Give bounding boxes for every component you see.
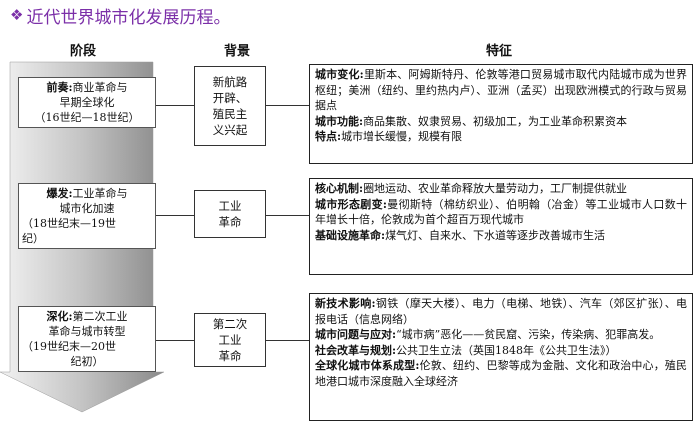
background-box-second-industrial: 第二次 工业 革命 <box>194 313 266 367</box>
feature-text: 圈地运动、农业革命释放大量劳动力，工厂制提供就业 <box>363 182 628 195</box>
stage-line: 纪初） <box>70 355 104 368</box>
feature-key: 特点: <box>315 130 342 143</box>
connector-line <box>266 105 309 106</box>
page-title: ❖ 近代世界城市化发展历程。 <box>10 2 230 28</box>
feature-box-deepening: 新技术影响:钢铁（摩天大楼）、电力（电梯、地铁）、汽车（郊区扩张）、电报电话（信… <box>309 293 693 421</box>
stage-name: 爆发: <box>46 187 73 200</box>
feature-key: 城市问题与应对: <box>315 328 397 341</box>
stage-name: 前奏: <box>46 81 73 94</box>
stage-line: 城市化加速 <box>59 202 115 215</box>
stage-box-deepening: 深化:第二次工业 革命与城市转型 （19世纪末—20世 纪初） <box>18 306 156 372</box>
stage-line: （19世纪末—20世 <box>22 340 116 353</box>
background-line: 革命 <box>218 215 242 229</box>
feature-text: 里斯本、阿姆斯特丹、伦敦等港口贸易城市取代内陆城市成为世界枢纽；美洲（纽约、里约… <box>315 68 688 112</box>
background-line: 义兴起 <box>212 123 248 137</box>
background-line: 开辟、 <box>212 91 248 105</box>
feature-key: 城市形态剧变: <box>315 197 387 211</box>
feature-text: 城市增长缓慢，规模有限 <box>341 130 463 143</box>
stage-box-explosion: 爆发:工业革命与 城市化加速 （18世纪末—19世 纪） <box>18 183 156 249</box>
stage-line: 第二次工业 <box>72 310 128 323</box>
header-background: 背景 <box>224 44 251 59</box>
feature-key: 基础设施革命: <box>315 228 386 242</box>
stage-line: 早期全球化 <box>59 96 115 109</box>
background-line: 革命 <box>218 349 242 363</box>
stage-box-prelude: 前奏:商业革命与 早期全球化 （16世纪—18世纪） <box>18 77 156 128</box>
feature-key: 城市变化: <box>315 68 364 81</box>
feature-key: 核心机制: <box>315 182 364 195</box>
feature-key: 新技术影响: <box>315 297 376 310</box>
background-line: 殖民主 <box>212 107 248 121</box>
feature-text: 公共卫生立法（英国1848年《公共卫生法》） <box>396 343 617 357</box>
feature-box-prelude: 城市变化:里斯本、阿姆斯特丹、伦敦等港口贸易城市取代内陆城市成为世界枢纽；美洲（… <box>309 64 693 164</box>
background-line: 新航路 <box>212 75 248 89</box>
diamond-bullet-icon: ❖ <box>10 6 24 24</box>
background-line: 工业 <box>218 333 242 347</box>
stage-line: （16世纪—18世纪） <box>34 111 140 124</box>
connector-line <box>156 105 194 106</box>
feature-key: 社会改革与规划: <box>315 343 397 357</box>
connector-line <box>156 215 194 216</box>
title-text: 近代世界城市化发展历程。 <box>26 7 231 28</box>
connector-line <box>266 340 309 341</box>
stage-line: 革命与城市转型 <box>48 325 126 338</box>
background-line: 第二次 <box>212 317 248 331</box>
stage-line: （18世纪末—19世 <box>22 217 116 230</box>
stage-line: 工业革命与 <box>72 187 128 200</box>
background-box-industrial: 工业 革命 <box>194 190 266 238</box>
feature-text: “城市病”恶化——贫民窟、污染，传染病、犯罪高发。 <box>396 328 661 341</box>
feature-key: 全球化城市体系成型: <box>315 359 420 372</box>
background-box-new-routes: 新航路 开辟、 殖民主 义兴起 <box>194 66 266 146</box>
connector-line <box>156 340 194 341</box>
feature-text: 伦敦、纽约、巴黎等成为金融、文化和政治中心，殖民地港口城市深度融入全球经济 <box>315 359 688 388</box>
connector-line <box>266 215 309 216</box>
feature-text: 钢铁（摩天大楼）、电力（电梯、地铁）、汽车（郊区扩张）、电报电话（信息网络） <box>315 297 688 326</box>
feature-text: 曼彻斯特（棉纺织业）、伯明翰（冶金）等工业城市人口数十年增长十倍，伦敦成为首个超… <box>315 197 688 227</box>
background-line: 工业 <box>218 199 242 213</box>
feature-text: 煤气灯、自来水、下水道等逐步改善城市生活 <box>385 228 606 242</box>
feature-key: 城市功能: <box>315 114 364 128</box>
header-stage: 阶段 <box>70 44 97 59</box>
stage-line: 商业革命与 <box>72 81 128 94</box>
header-feature: 特征 <box>486 44 513 59</box>
feature-text: 商品集散、奴隶贸易、初级加工，为工业革命积累资本 <box>363 114 628 128</box>
feature-box-explosion: 核心机制:圈地运动、农业革命释放大量劳动力，工厂制提供就业 城市形态剧变:曼彻斯… <box>309 178 693 275</box>
stage-name: 深化: <box>46 310 73 323</box>
stage-line: 纪） <box>22 232 44 245</box>
